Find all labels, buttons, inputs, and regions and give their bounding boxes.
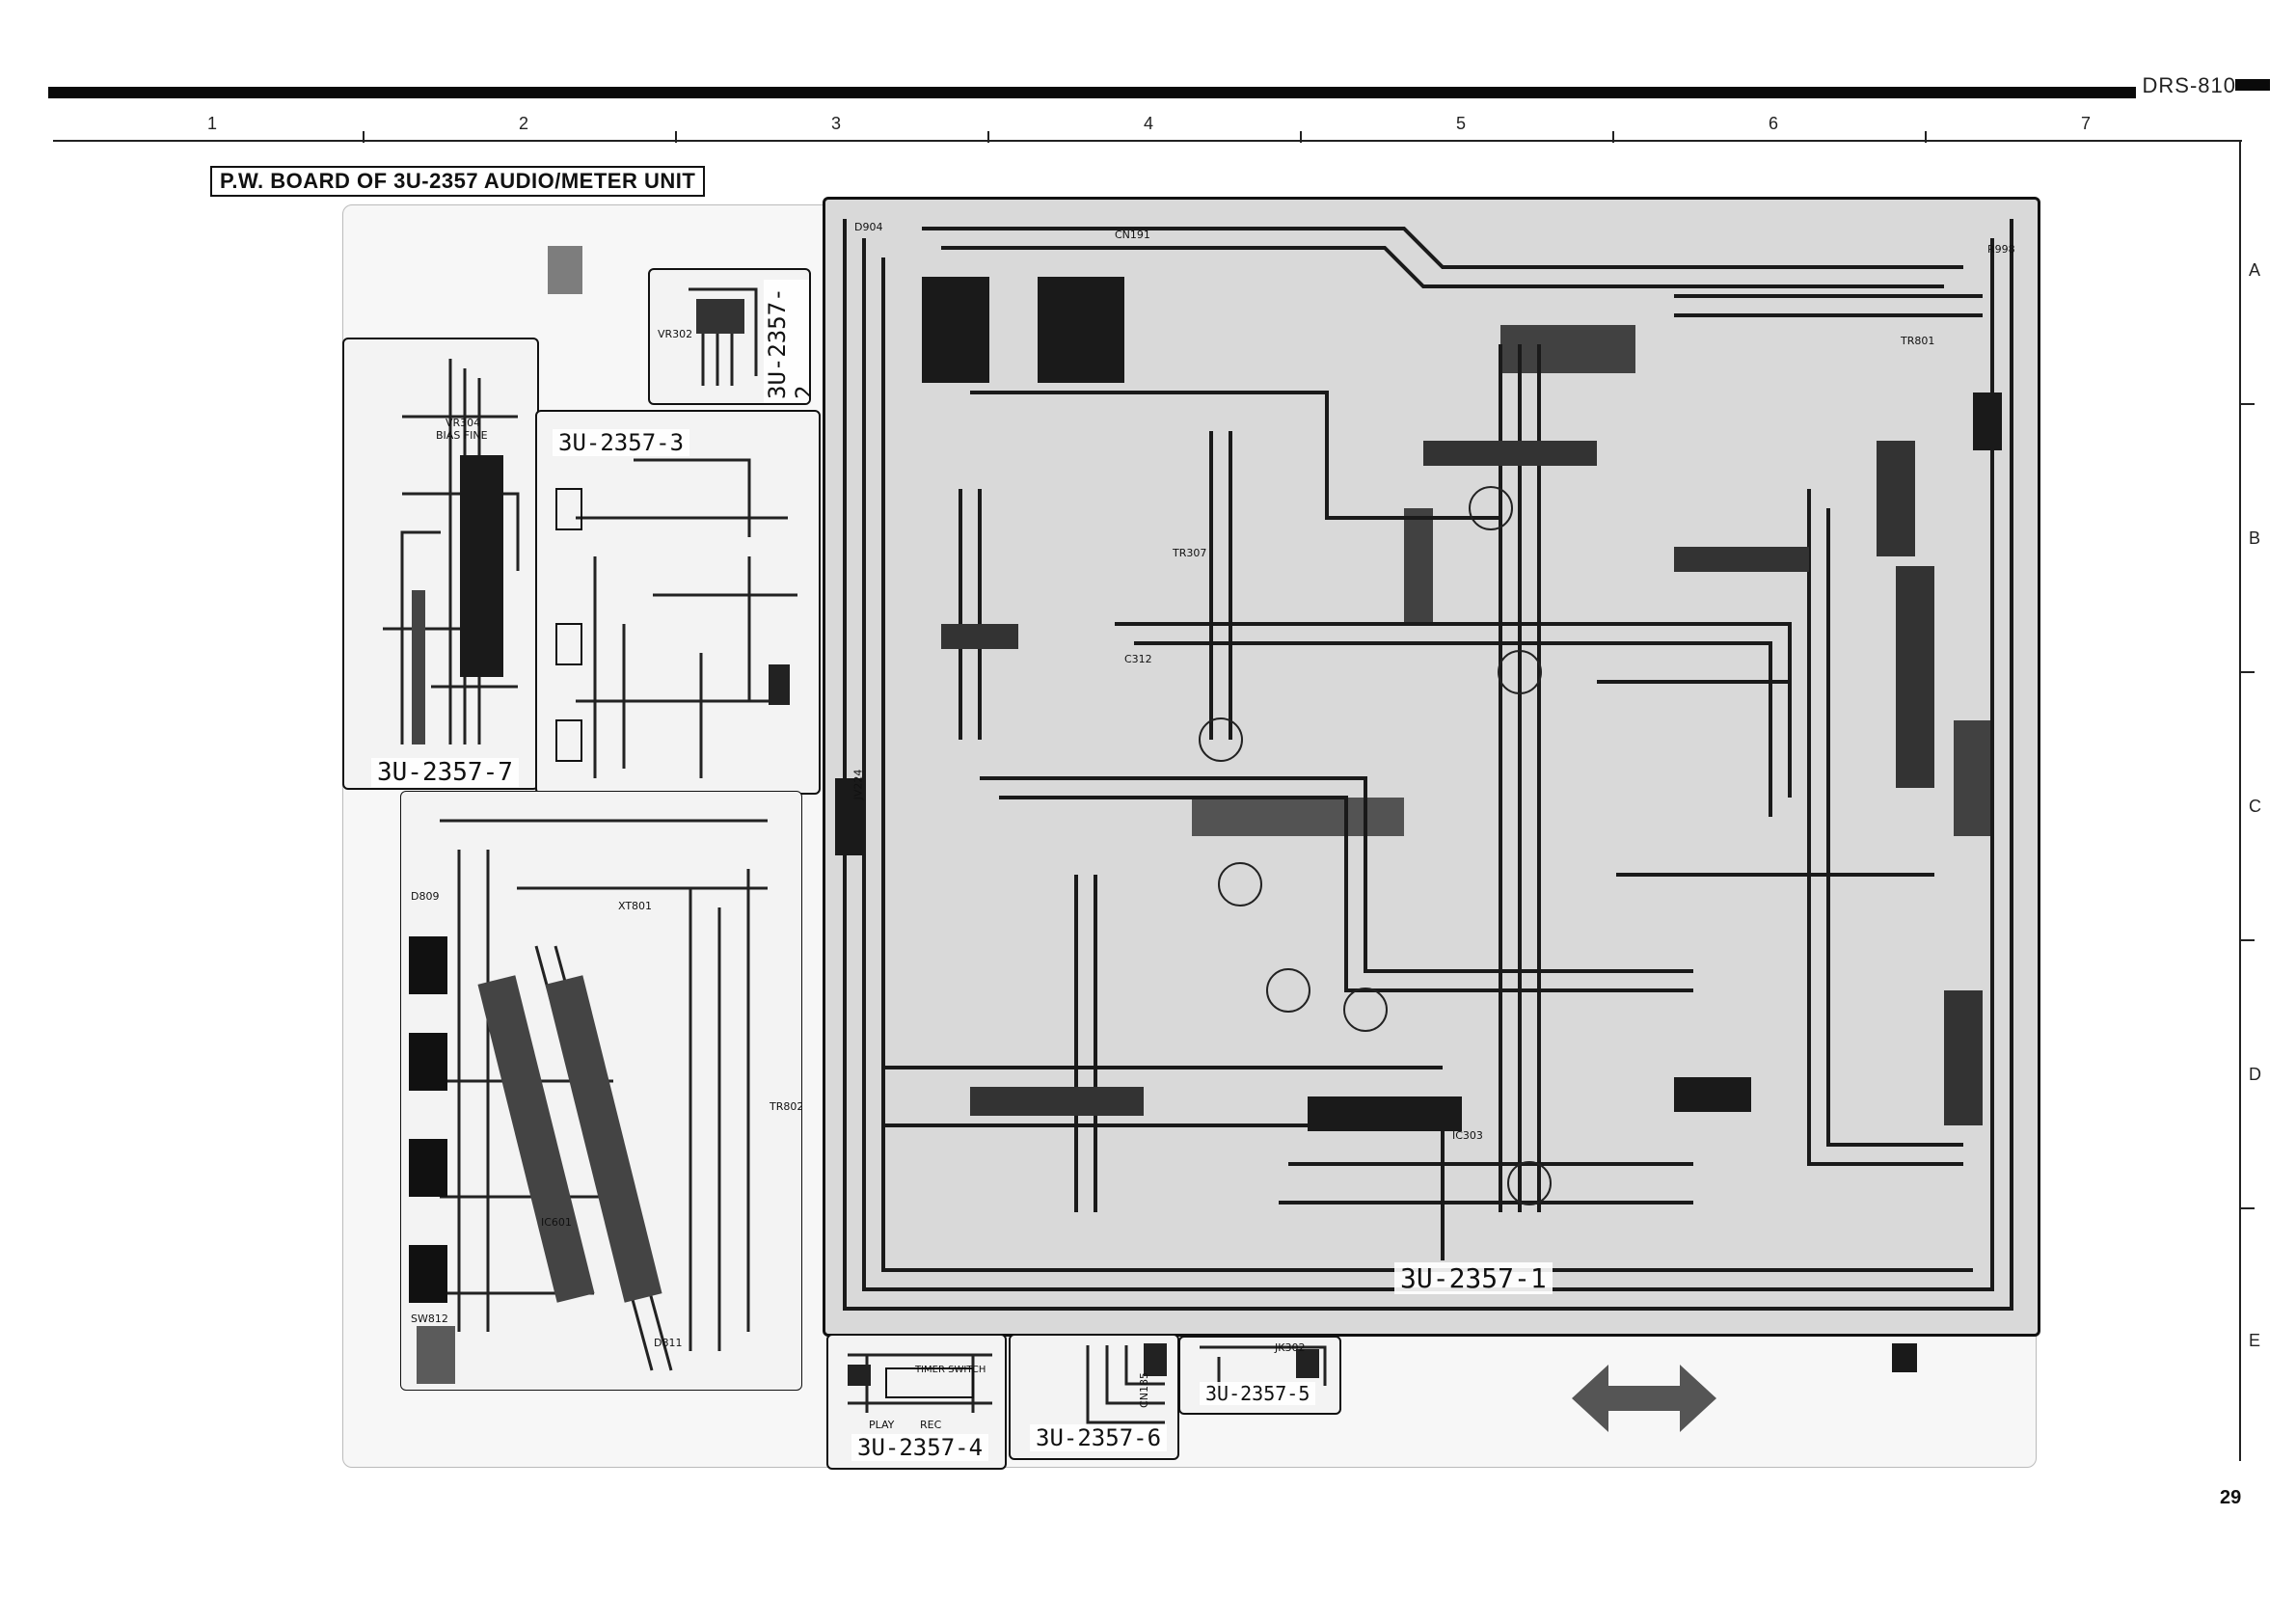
board-label-6: 3U-2357-6: [1030, 1424, 1167, 1451]
grid-col-7: 7: [2081, 114, 2091, 134]
grid-row-tick: [2239, 1207, 2255, 1209]
label-cn185: CN185: [1138, 1372, 1150, 1408]
grid-col-tick: [1612, 131, 1614, 143]
board-3u-2357-6: CN185 3U-2357-6: [1009, 1334, 1179, 1460]
board-3u-2357-3: 3U-2357-3: [535, 410, 821, 795]
label-xt801: XT801: [618, 900, 652, 912]
grid-col-tick: [1300, 131, 1302, 143]
label-c312: C312: [1124, 653, 1152, 665]
board-3u-2357-4: TIMER SWITCH PLAY REC 3U-2357-4: [826, 1334, 1007, 1470]
board-lower-left: D809 SW812 XT801 TR802 IC601 D811: [400, 791, 802, 1391]
board-7-traces: [344, 339, 537, 788]
model-label: DRS-810: [2143, 73, 2236, 98]
grid-col-1: 1: [207, 114, 217, 134]
label-tr802: TR802: [770, 1100, 802, 1113]
label-bias-fine: BIAS FINE: [436, 429, 488, 442]
label-timer-switch: TIMER SWITCH: [915, 1365, 986, 1375]
label-d811: D811: [654, 1337, 682, 1349]
label-vr304: VR304: [446, 417, 480, 429]
label-tr801: TR801: [1901, 335, 1934, 347]
board-3u-2357-5: JK302 3U-2357-5: [1178, 1336, 1341, 1415]
board-label-7: 3U-2357-7: [371, 758, 519, 787]
grid-right-frame: [2239, 140, 2241, 1461]
diagram-title: P.W. BOARD OF 3U-2357 AUDIO/METER UNIT: [210, 166, 705, 197]
grid-row-tick: [2239, 671, 2255, 673]
decorative-block: [417, 1326, 455, 1384]
board-label-2: 3U-2357-2: [764, 280, 811, 403]
grid-col-3: 3: [831, 114, 841, 134]
board-label-3: 3U-2357-3: [553, 429, 689, 456]
double-arrow-icon: [1572, 1365, 1716, 1432]
grid-col-6: 6: [1769, 114, 1778, 134]
grid-col-5: 5: [1456, 114, 1466, 134]
label-rec: REC: [920, 1419, 941, 1431]
header-rule: [48, 87, 2136, 98]
label-r998: R998: [1987, 243, 2015, 256]
header-rule-end: [2235, 79, 2270, 91]
label-ic601: IC601: [541, 1216, 572, 1229]
decorative-block: [1892, 1343, 1917, 1372]
board-3u-2357-1: R998 D904 CN191 IC303 C312 TR307 JV224 T…: [823, 197, 2040, 1337]
label-ic303: IC303: [1452, 1129, 1483, 1142]
board-label-4: 3U-2357-4: [851, 1434, 988, 1461]
grid-row-e: E: [2249, 1331, 2260, 1351]
grid-ruler-line: [53, 140, 2242, 142]
grid-col-tick: [675, 131, 677, 143]
label-sw812: SW812: [411, 1313, 448, 1325]
label-tr307: TR307: [1173, 547, 1206, 559]
grid-row-tick: [2239, 939, 2255, 941]
decorative-block: [548, 246, 582, 294]
label-play: PLAY: [869, 1419, 894, 1431]
grid-col-tick: [987, 131, 989, 143]
board-label-1: 3U-2357-1: [1394, 1262, 1553, 1294]
grid-row-tick: [2239, 403, 2255, 405]
label-d809: D809: [411, 890, 439, 903]
grid-row-b: B: [2249, 528, 2260, 549]
grid-row-d: D: [2249, 1065, 2261, 1085]
grid-col-4: 4: [1144, 114, 1153, 134]
grid-row-c: C: [2249, 797, 2261, 817]
grid-col-tick: [363, 131, 365, 143]
board-3-traces: [537, 412, 819, 793]
board-label-5: 3U-2357-5: [1200, 1382, 1315, 1405]
board-3u-2357-7: VR304 BIAS FINE 3U-2357-7: [342, 338, 539, 790]
label-d904: D904: [854, 221, 882, 233]
board-1-traces: [825, 200, 2038, 1334]
board-lower-left-traces: [401, 792, 801, 1390]
grid-row-a: A: [2249, 260, 2260, 281]
grid-col-2: 2: [519, 114, 528, 134]
label-cn191: CN191: [1115, 229, 1150, 241]
grid-col-tick: [1925, 131, 1927, 143]
label-jk302: JK302: [1275, 1341, 1305, 1354]
label-vr302: VR302: [658, 328, 692, 340]
label-jv224: JV224: [851, 770, 864, 800]
page-number: 29: [2220, 1487, 2241, 1509]
board-3u-2357-2: VR302 3U-2357-2: [648, 268, 811, 405]
